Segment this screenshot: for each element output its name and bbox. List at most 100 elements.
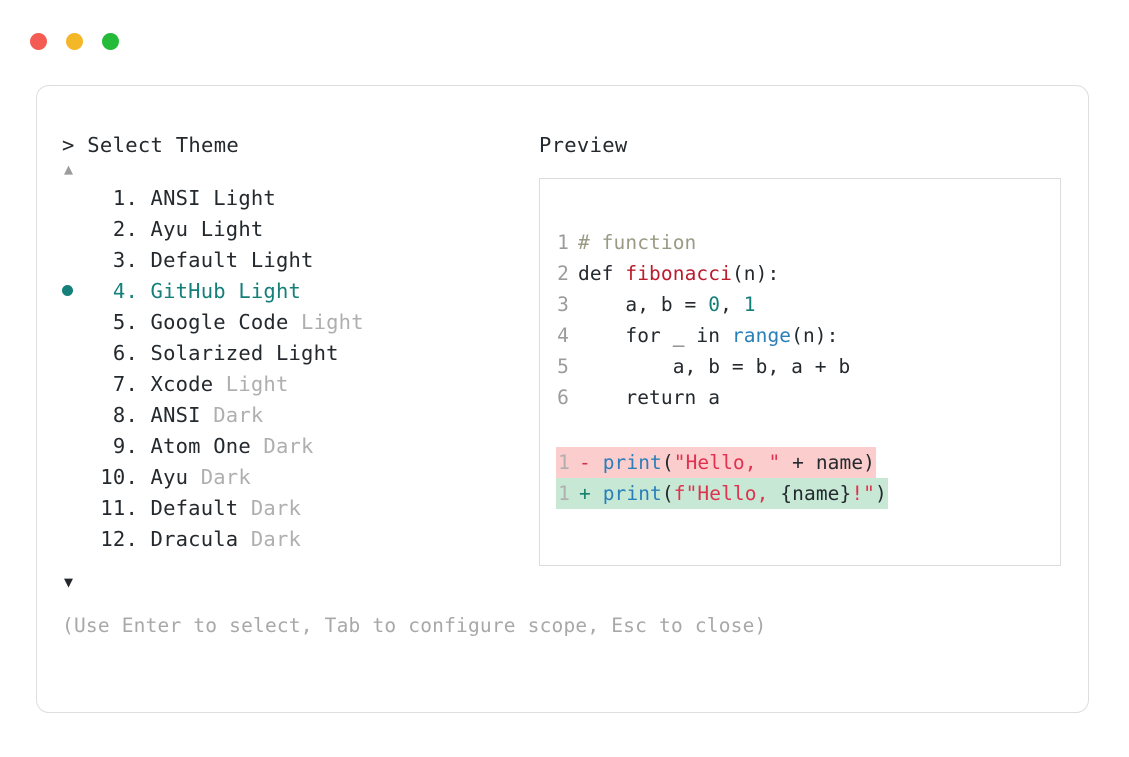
code-token: !" xyxy=(851,482,876,505)
theme-item-index: 2. xyxy=(112,217,138,241)
code-line: 1 # function xyxy=(556,227,1054,258)
code-token: {name} xyxy=(780,482,852,505)
theme-item-name: Google Code xyxy=(138,310,289,334)
diff-add-content: 1+ print(f"Hello, {name}!") xyxy=(556,478,888,509)
line-number: 5 xyxy=(557,355,569,378)
diff-del-content: 1- print("Hello, " + name) xyxy=(556,447,877,478)
theme-item-name: ANSI Light xyxy=(138,186,276,210)
diff-sign: - xyxy=(579,451,603,474)
theme-list-item[interactable]: 9. Atom One Dark xyxy=(62,431,532,462)
line-number: 1 xyxy=(558,482,570,505)
theme-list-item[interactable]: 10. Ayu Dark xyxy=(62,462,532,493)
code-token: print xyxy=(602,482,662,505)
window-controls xyxy=(30,33,119,50)
code-token: 0 xyxy=(708,293,721,316)
code-token: + name) xyxy=(780,451,876,474)
line-number: 3 xyxy=(557,293,569,316)
minimize-window-button[interactable] xyxy=(66,33,83,50)
theme-list-item[interactable]: 5. Google Code Light xyxy=(62,307,532,338)
code-line: 6 return a xyxy=(556,382,1054,413)
theme-item-index: 8. xyxy=(112,403,138,427)
code-token: f"Hello, xyxy=(673,482,781,505)
theme-item-name: Ayu xyxy=(138,465,189,489)
code-token: a, b = xyxy=(578,293,709,316)
theme-item-variant: Dark xyxy=(238,496,302,520)
theme-item-name: Default xyxy=(138,496,239,520)
code-token: # function xyxy=(578,231,697,254)
theme-item-name: Default Light xyxy=(138,248,314,272)
selected-bullet-icon xyxy=(62,276,92,307)
theme-item-index: 5. xyxy=(112,310,138,334)
selected-bullet-icon xyxy=(62,285,73,296)
theme-list-item[interactable]: 8. ANSI Dark xyxy=(62,400,532,431)
theme-item-index: 9. xyxy=(112,434,138,458)
theme-item-index: 11. xyxy=(100,496,138,520)
diff-line: 1+ print(f"Hello, {name}!") xyxy=(556,478,1054,509)
line-number: 1 xyxy=(558,451,570,474)
code-token: (n): xyxy=(791,324,839,347)
line-number: 4 xyxy=(557,324,569,347)
theme-item-variant: Dark xyxy=(250,434,314,458)
code-token: return a xyxy=(578,386,721,409)
theme-item-variant: Light xyxy=(213,372,289,396)
theme-item-name: Xcode xyxy=(138,372,214,396)
theme-list-item[interactable]: 11. Default Dark xyxy=(62,493,532,524)
code-token: ( xyxy=(661,451,674,474)
code-line: 5 a, b = b, a + b xyxy=(556,351,1054,382)
page-title: > Select Theme xyxy=(62,133,239,157)
code-token: a, b = b, a + b xyxy=(578,355,851,378)
theme-list-item[interactable]: 12. Dracula Dark xyxy=(62,524,532,555)
theme-list-item[interactable]: 7. Xcode Light xyxy=(62,369,532,400)
theme-item-variant: Dark xyxy=(200,403,264,427)
code-token: ) xyxy=(875,482,887,505)
diff-sign: + xyxy=(579,482,603,505)
code-line: 2 def fibonacci(n): xyxy=(556,258,1054,289)
keyboard-hint: (Use Enter to select, Tab to configure s… xyxy=(62,614,767,637)
code-token: "Hello, " xyxy=(673,451,781,474)
theme-list-item[interactable]: 3. Default Light xyxy=(62,245,532,276)
preview-label: Preview xyxy=(539,133,628,157)
code-token: for _ in xyxy=(578,324,732,347)
theme-list-item[interactable]: 1. ANSI Light xyxy=(62,183,532,214)
code-token: print xyxy=(602,451,662,474)
theme-item-variant: Dark xyxy=(188,465,251,489)
theme-item-index: 3. xyxy=(112,248,138,272)
theme-list-item[interactable]: 2. Ayu Light xyxy=(62,214,532,245)
theme-item-index: 1. xyxy=(112,186,138,210)
line-number: 6 xyxy=(557,386,569,409)
theme-item-name: Dracula xyxy=(138,527,239,551)
theme-item-name: Ayu Light xyxy=(138,217,264,241)
theme-item-index: 4. xyxy=(112,279,138,303)
maximize-window-button[interactable] xyxy=(102,33,119,50)
theme-item-index: 6. xyxy=(112,341,138,365)
close-window-button[interactable] xyxy=(30,33,47,50)
code-token: def xyxy=(578,262,626,285)
theme-item-variant: Light xyxy=(288,310,364,334)
scroll-up-icon[interactable]: ▲ xyxy=(64,160,74,178)
theme-item-index: 12. xyxy=(100,527,138,551)
theme-list-item[interactable]: 6. Solarized Light xyxy=(62,338,532,369)
diff-line: 1- print("Hello, " + name) xyxy=(556,447,1054,478)
theme-item-name: Atom One xyxy=(138,434,251,458)
scroll-down-icon[interactable]: ▼ xyxy=(64,573,74,591)
code-token: , xyxy=(720,293,744,316)
code-line: 3 a, b = 0, 1 xyxy=(556,289,1054,320)
theme-item-name: GitHub Light xyxy=(138,279,302,303)
theme-item-index: 7. xyxy=(112,372,138,396)
code-token: range xyxy=(731,324,792,347)
code-line: 4 for _ in range(n): xyxy=(556,320,1054,351)
line-number: 2 xyxy=(557,262,569,285)
code-token: (n): xyxy=(731,262,780,285)
theme-item-name: Solarized Light xyxy=(138,341,339,365)
code-spacer xyxy=(556,413,1054,447)
theme-item-variant: Dark xyxy=(238,527,302,551)
theme-list-item[interactable]: 4. GitHub Light xyxy=(62,276,532,307)
code-token: 1 xyxy=(743,293,756,316)
code-token: fibonacci xyxy=(625,262,732,285)
line-number: 1 xyxy=(557,231,569,254)
